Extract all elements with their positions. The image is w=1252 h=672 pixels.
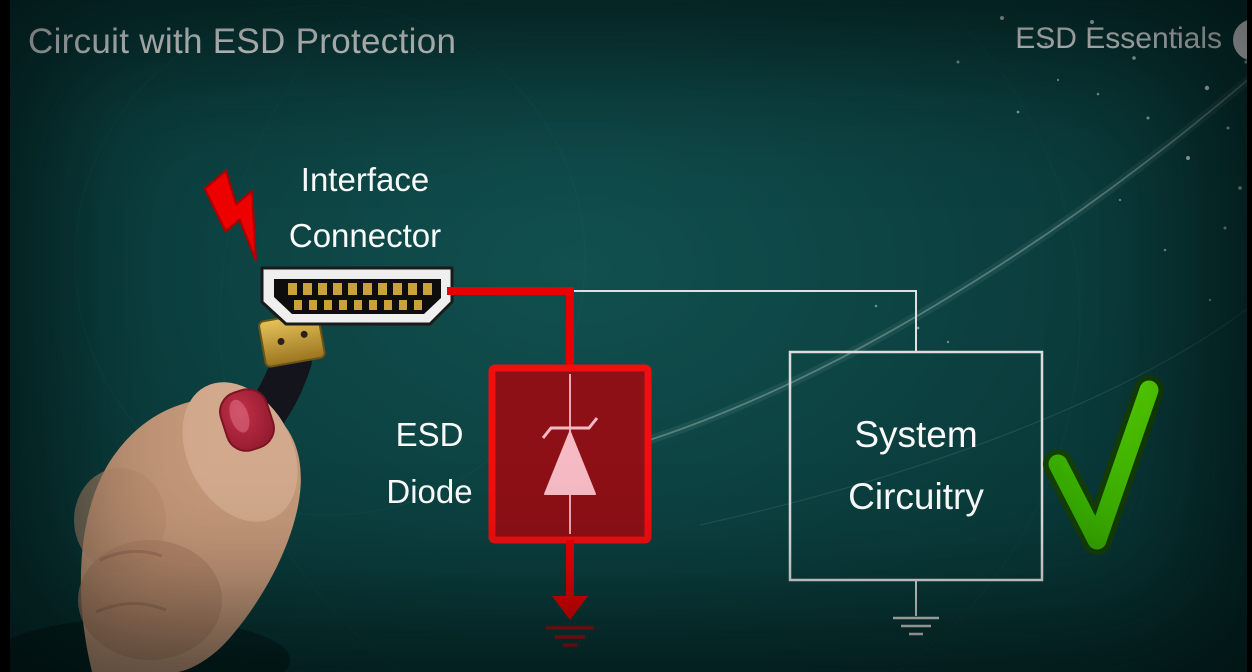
lightning-bolt-icon <box>203 169 257 262</box>
hdmi-connector-graphic <box>260 266 454 326</box>
hdmi-pins <box>288 283 432 310</box>
connector-label-line1: Interface <box>300 161 430 198</box>
slide-title: Circuit with ESD Protection <box>28 22 457 61</box>
hdmi-plug-gold <box>258 311 326 368</box>
white-wire <box>570 290 917 353</box>
finger-crease <box>99 549 163 562</box>
esd-diode-label: ESD Diode <box>372 406 487 520</box>
thumb-nail <box>219 388 275 452</box>
finger-crease <box>95 601 167 614</box>
interface-connector-label: Interface Connector <box>240 152 490 264</box>
diode-label-line1: ESD <box>395 416 464 453</box>
hand-lower-fingers <box>78 540 222 660</box>
brand-text: ESD Essentials <box>1015 22 1222 55</box>
system-circuitry-label: System Circuitry <box>790 352 1042 580</box>
light-streak <box>598 74 1252 526</box>
background-sparkles <box>874 16 1248 344</box>
red-arrow <box>552 540 588 620</box>
hand-photo <box>0 311 326 672</box>
right-letterbox <box>1247 0 1252 672</box>
connector-label-line2: Connector <box>288 217 442 254</box>
red-wire <box>447 287 574 372</box>
zener-diode-symbol <box>541 374 599 534</box>
system-label-line2: Circuitry <box>848 476 984 517</box>
left-letterbox <box>0 0 10 672</box>
ground-symbol-red <box>546 626 594 647</box>
checkmark-icon <box>1043 375 1164 555</box>
system-label-line1: System <box>854 414 978 455</box>
ground-symbol-white <box>893 616 939 636</box>
diode-label-line2: Diode <box>386 473 473 510</box>
esd-diode-box <box>488 364 652 544</box>
background-arcs <box>74 0 1081 672</box>
